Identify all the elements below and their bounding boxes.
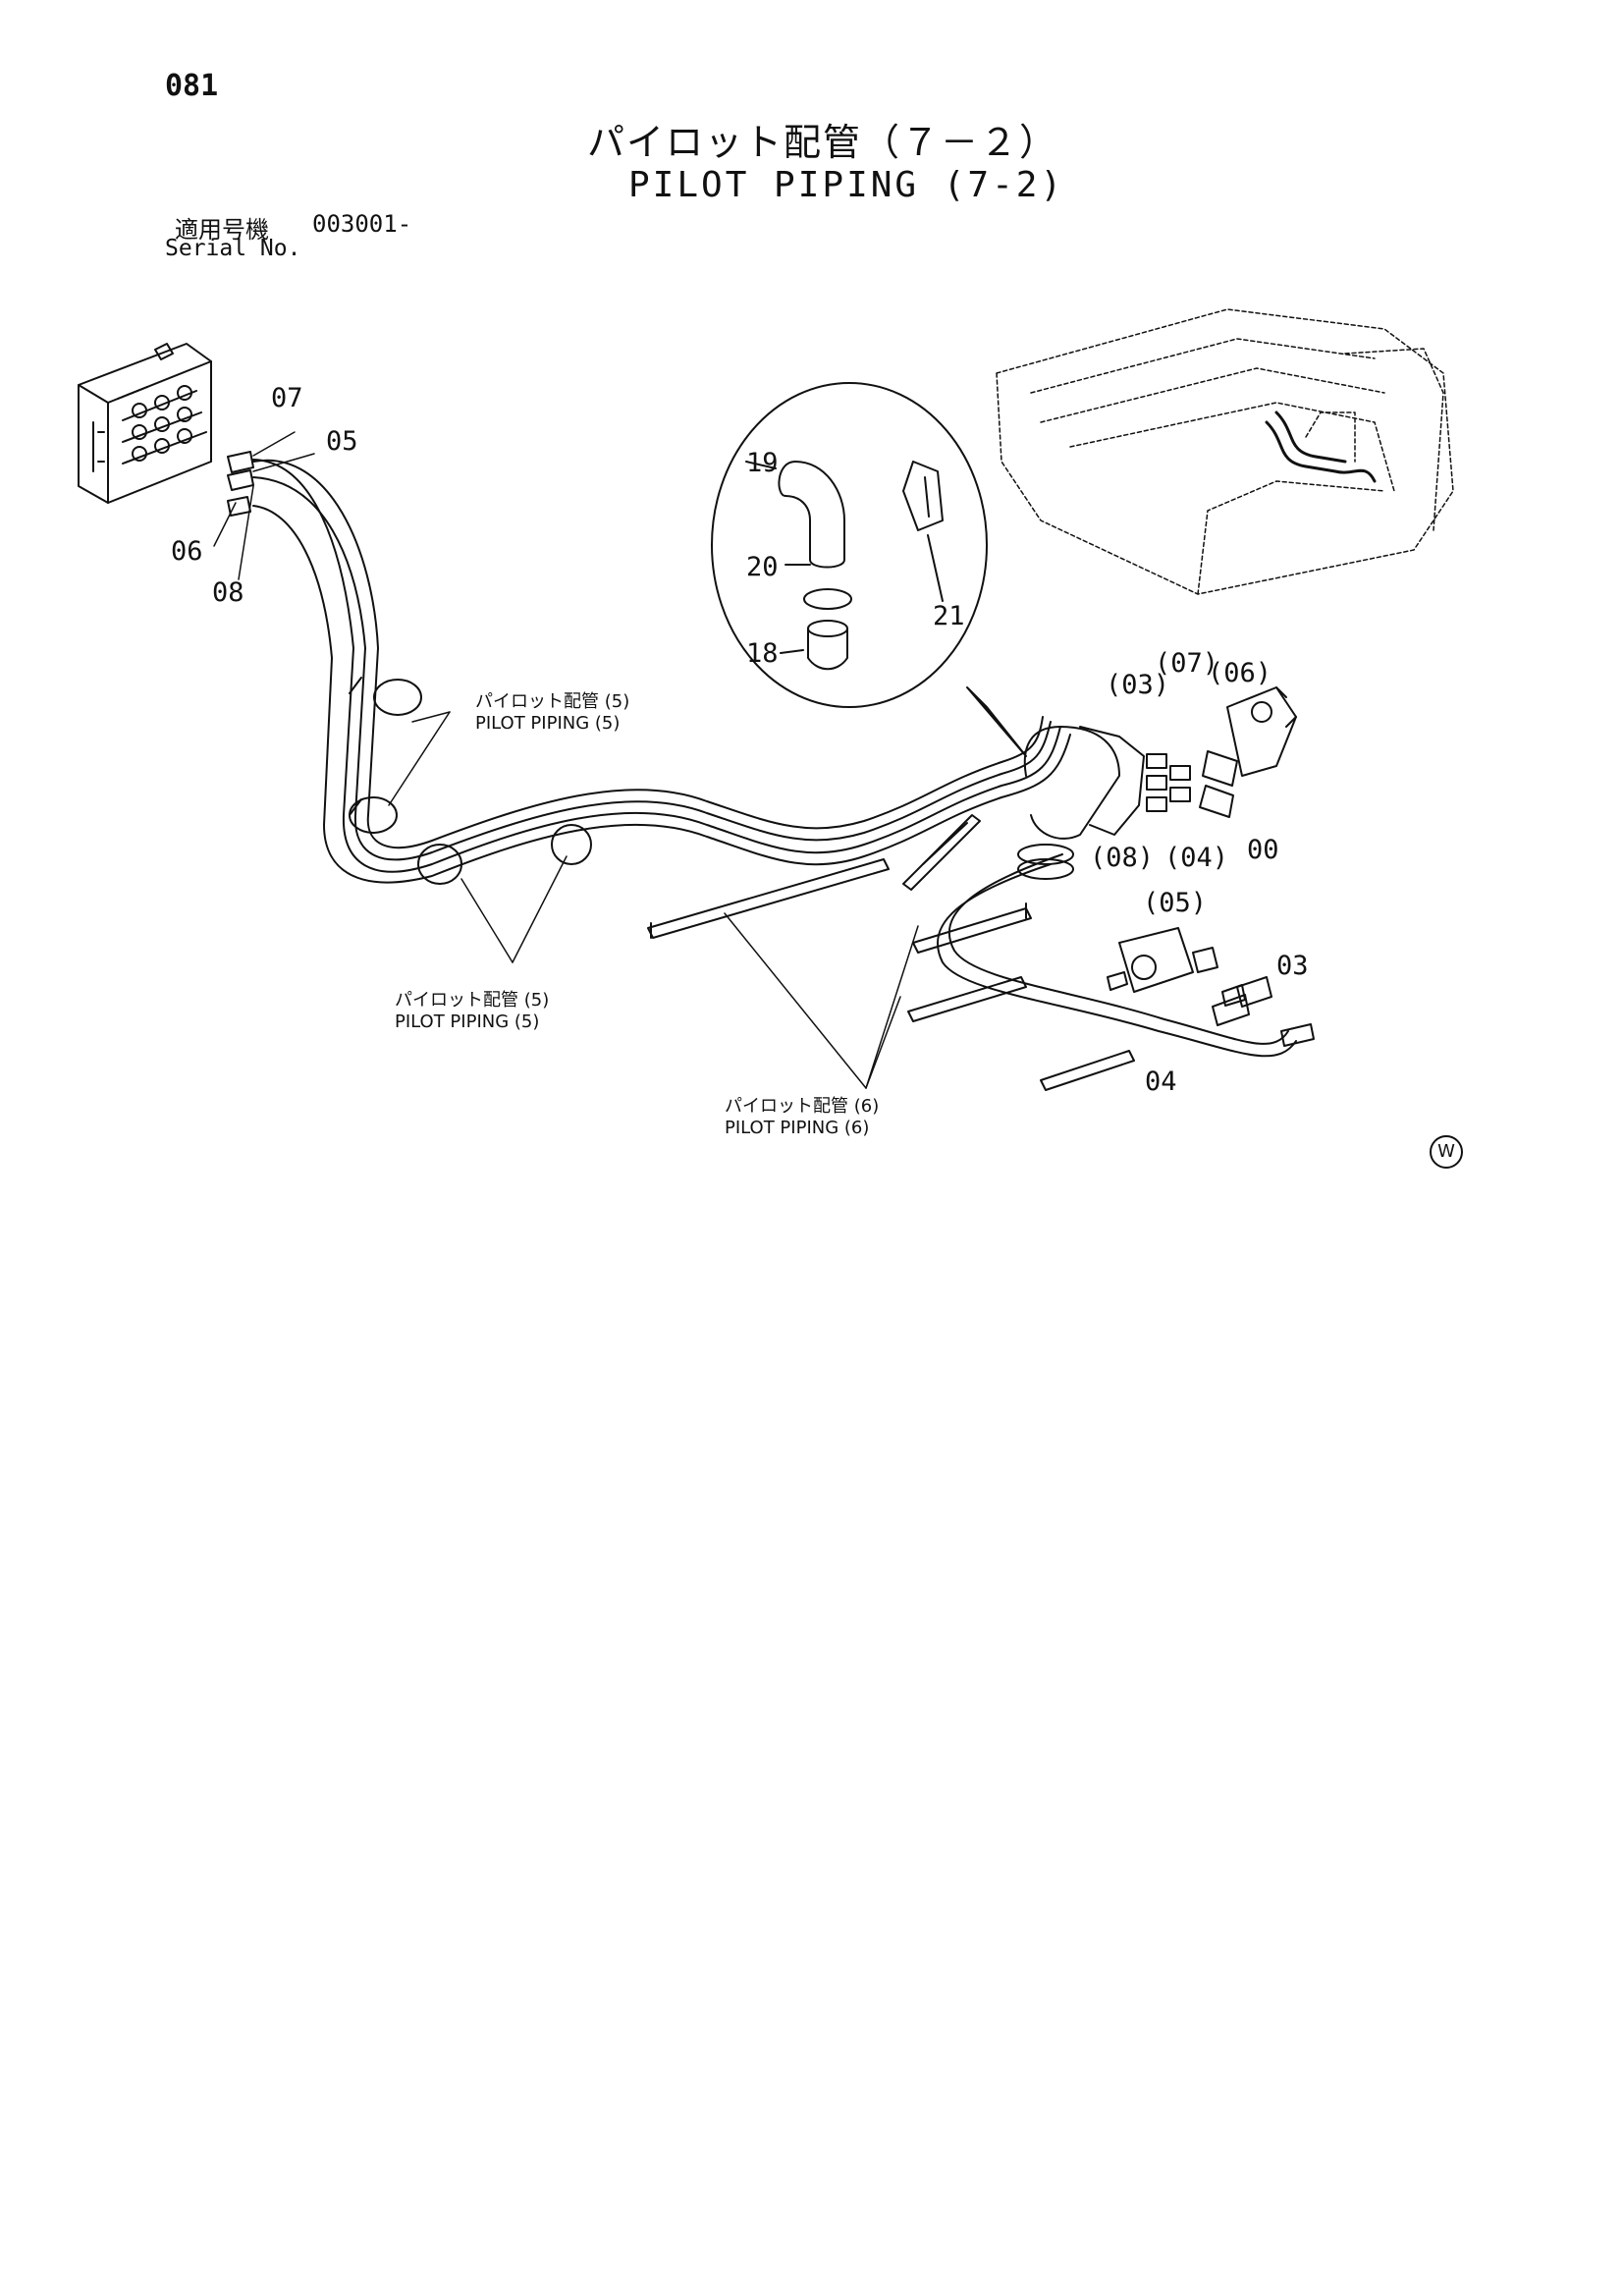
page-title-japanese: パイロット配管（７－２） (587, 121, 1059, 164)
excavator-outline (996, 308, 1454, 595)
part-number-06: 06 (171, 536, 203, 567)
part-number-05-paren: (05) (1143, 888, 1208, 918)
hose-clamps (349, 677, 592, 885)
serial-value: 003001- (312, 210, 412, 238)
part-number-03-paren: (03) (1106, 670, 1170, 700)
excavator-hoses (1265, 410, 1377, 483)
control-valve-drawing (78, 343, 212, 504)
reference-pilot-piping-5-lower: パイロット配管 (5) PILOT PIPING (5) (395, 990, 549, 1033)
part-number-00: 00 (1247, 835, 1279, 865)
part-number-20: 20 (746, 552, 779, 582)
part-number-03: 03 (1276, 951, 1309, 981)
support-brackets (647, 814, 1135, 1091)
reference-label-en: PILOT PIPING (6) (725, 1118, 870, 1138)
swivel-joint (1017, 726, 1238, 880)
serial-label-japanese: 適用号機 (175, 216, 269, 244)
travel-motor-fitting (1226, 686, 1297, 777)
hose-bundle (252, 459, 1297, 1058)
reference-label-jp: パイロット配管 (6) (725, 1096, 880, 1117)
part-number-18: 18 (746, 638, 779, 669)
part-number-04-paren: (04) (1164, 843, 1229, 873)
page-title-english: PILOT PIPING (7-2) (628, 165, 1065, 205)
part-number-19: 19 (746, 448, 779, 478)
part-number-08-paren: (08) (1090, 843, 1155, 873)
part-number-06-paren: (06) (1208, 658, 1272, 688)
part-number-21: 21 (933, 601, 965, 631)
reference-pilot-piping-6: パイロット配管 (6) PILOT PIPING (6) (725, 1096, 879, 1139)
part-number-07: 07 (271, 383, 303, 413)
serial-label-english: Serial No. (165, 236, 301, 261)
part-number-08: 08 (212, 577, 244, 608)
page-number: 081 (165, 69, 219, 103)
reference-label-en: PILOT PIPING (5) (395, 1011, 540, 1032)
leader-lines (213, 431, 919, 1089)
part-number-07-paren: (07) (1155, 648, 1219, 679)
reference-label-en: PILOT PIPING (5) (475, 713, 621, 734)
reference-label-jp: パイロット配管 (5) (395, 990, 550, 1011)
part-number-04: 04 (1145, 1066, 1177, 1097)
part-number-05: 05 (326, 426, 358, 457)
detail-callout (711, 382, 1027, 757)
reference-label-jp: パイロット配管 (5) (475, 691, 630, 712)
lower-right-valve (1107, 927, 1315, 1047)
reference-pilot-piping-5-upper: パイロット配管 (5) PILOT PIPING (5) (475, 691, 629, 735)
valve-fittings (227, 451, 254, 517)
corner-circle-mark: W (1430, 1135, 1463, 1169)
